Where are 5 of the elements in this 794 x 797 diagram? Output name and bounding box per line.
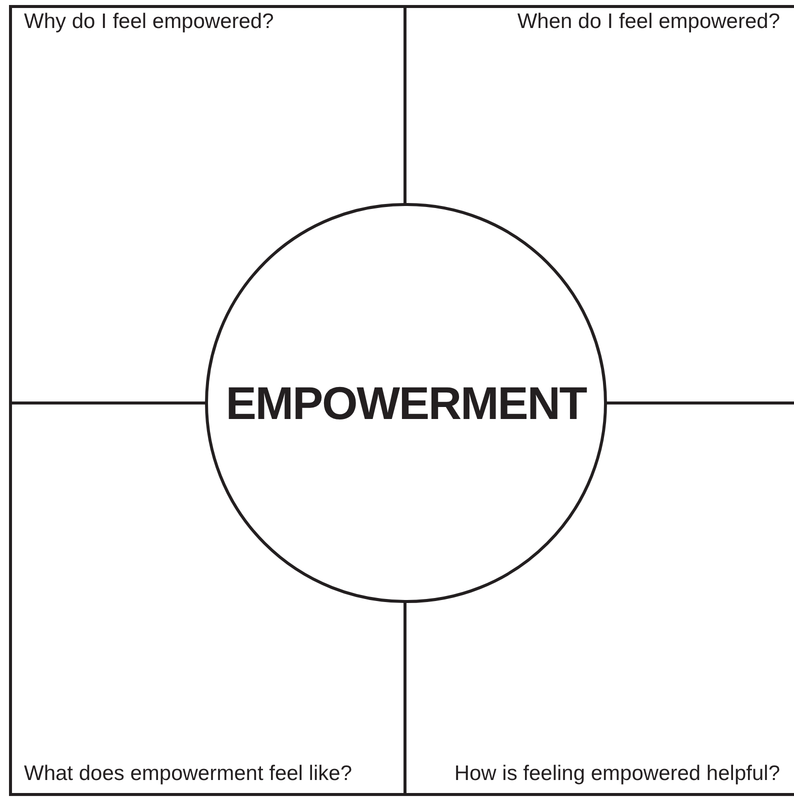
question-text: How is feeling empowered helpful? — [454, 760, 780, 787]
question-text: What does empowerment feel like? — [24, 760, 352, 787]
question-text: When do I feel empowered? — [517, 9, 780, 36]
center-title: EMPOWERMENT — [226, 380, 586, 426]
question-text: Why do I feel empowered? — [24, 9, 274, 36]
